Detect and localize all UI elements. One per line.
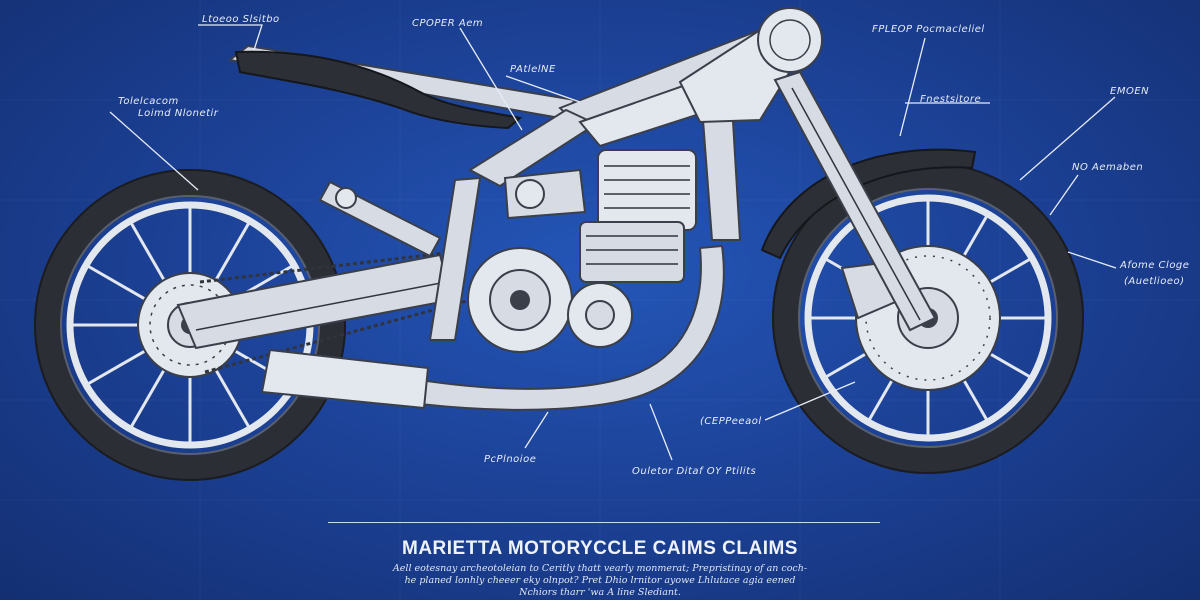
caption-line-1: Aell eotesnay archeotoleian to Ceritly t… [392,563,808,574]
callout-right-axle: NO Aemaben [1072,162,1143,173]
caption-line-3: Nchiors tharr 'wa A line Slediant. [519,587,681,598]
callout-frame-top: CPOPER Aem [412,18,483,29]
callout-labels: Ltoeoo Slsitbo Tolelcacom Loimd Nlonetir… [118,14,1189,477]
engine [467,149,697,353]
seat [234,50,523,130]
callout-footpeg: PcPlnoioe [484,454,536,465]
muffler [260,348,430,410]
callout-left-upper: Tolelcacom [118,96,179,107]
drive-chain [199,248,471,374]
caption-divider [328,522,880,523]
callout-top-left: Ltoeoo Slsitbo [202,14,280,25]
callout-right-top: FPLEOP Pocmacleliel [872,24,985,35]
callout-caliper: (CEPPeeaol [700,416,762,427]
callout-right-fork: Fnestsitore [920,94,981,105]
front-fender [760,148,977,260]
caption-line-2: he planed lonhly cheeer eky olnpot? Pret… [404,575,796,586]
headlight [757,7,823,73]
callout-exhaust: Ouletor Ditaf OY Ptilits [632,466,756,477]
callout-leaders [109,24,1117,461]
callout-right-brake-2: (Auetlioeo) [1124,276,1185,287]
callout-frame-mid: PAtlelNE [510,64,556,75]
callout-left-lower: Loimd Nlonetir [138,108,219,119]
callout-right-fender: EMOEN [1110,86,1149,97]
caption-title: MARIETTA MOTORYCCLE CAIMS CLAIMS [402,538,798,559]
exhaust-pipe [419,244,725,411]
caption-body: Aell eotesnay archeotoleian to Ceritly t… [360,563,840,599]
callout-right-brake-1: Afome Cloge [1119,260,1189,271]
